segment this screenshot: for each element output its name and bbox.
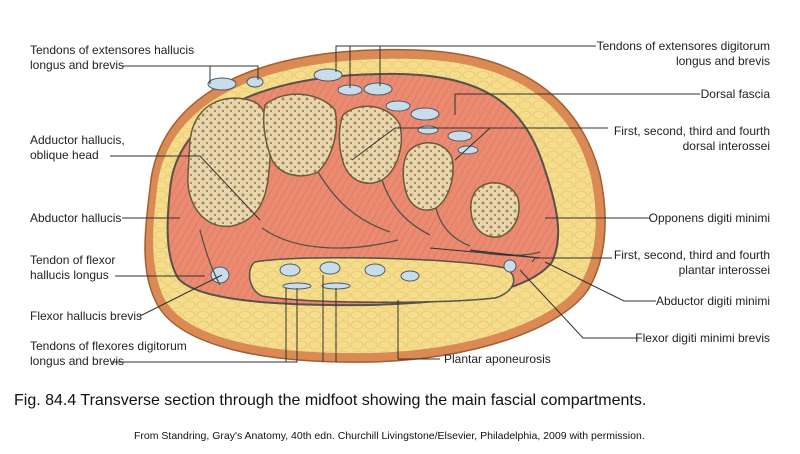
label-opponens-digiti-minimi: Opponens digiti minimi: [648, 211, 770, 225]
label-plantar-aponeurosis: Plantar aponeurosis: [444, 352, 551, 366]
figure-credit: From Standring, Gray's Anatomy, 40th edn…: [134, 430, 645, 442]
central-plantar-compartment: [248, 256, 515, 304]
label-adductor-hallucis: Adductor hallucis, oblique head: [30, 133, 125, 162]
label-abductor-hallucis: Abductor hallucis: [30, 211, 122, 225]
second-metatarsal: [262, 93, 338, 177]
label-flexor-digiti-minimi-brevis: Flexor digiti minimi brevis: [635, 331, 770, 345]
flexor-tendons: [210, 259, 517, 290]
label-abductor-digiti-minimi: Abductor digiti minimi: [655, 294, 770, 308]
label-extensor-digitorum-tendons: Tendons of extensores digitorum longus a…: [596, 39, 770, 68]
fifth-metatarsal: [470, 182, 520, 238]
label-dorsal-interossei: First, second, third and fourth dorsal i…: [613, 124, 770, 153]
first-metatarsal: [187, 97, 271, 228]
label-flexores-digitorum-tendons: Tendons of flexores digitorum longus and…: [30, 339, 187, 368]
leader-lines: [110, 45, 700, 363]
label-flexor-hallucis-brevis: Flexor hallucis brevis: [30, 309, 143, 323]
label-extensor-hallucis-tendons: Tendons of extensores hallucis longus an…: [30, 43, 195, 72]
label-dorsal-fascia: Dorsal fascia: [700, 87, 770, 101]
third-metatarsal: [338, 105, 402, 184]
figure-caption: Fig. 84.4 Transverse section through the…: [14, 392, 647, 409]
label-flexor-hallucis-longus-tendon: Tendon of flexor hallucis longus: [30, 253, 116, 282]
intermuscular-septa: [199, 171, 541, 286]
label-plantar-interossei: First, second, third and fourth plantar …: [613, 248, 770, 277]
